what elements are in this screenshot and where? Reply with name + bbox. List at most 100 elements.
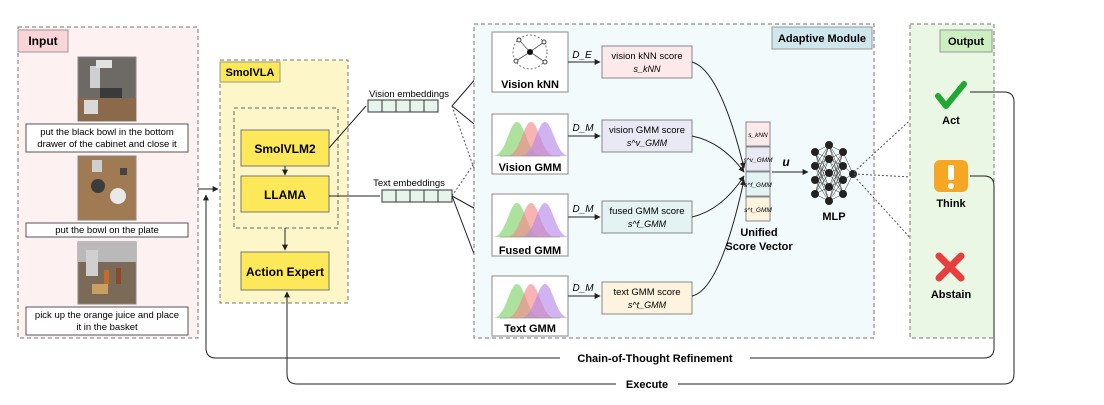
svg-text:fused GMM score: fused GMM score [610,206,685,217]
svg-text:s_kNN: s_kNN [633,64,661,74]
text-embeddings-label: Text embeddings [373,178,445,189]
vision-gmm-score-box: vision GMM score s^v_GMM [601,119,693,153]
embedding-token [423,189,439,203]
embedding-token [395,189,411,203]
gaussian-component [520,284,570,318]
svg-text:it in the basket: it in the basket [76,322,138,333]
mlp-edge [828,151,844,202]
svg-text:Think: Think [936,198,966,210]
svg-text:Abstain: Abstain [931,289,972,301]
fused-gmm-to-score-arrow: D_M [568,204,601,220]
fused-score-to-vector-arrow [691,175,745,218]
svg-text:s^f_GMM: s^f_GMM [628,219,667,229]
mlp-neuron [825,155,833,163]
mlp-neuron [825,141,833,149]
input-title-box [17,29,69,53]
unified-score-vector: s_kNN s^v_GMM s^f_GMM s^t_GMM [743,121,773,222]
vision-embeddings [367,99,439,113]
mlp-neuron [811,162,819,170]
task-caption-3: pick up the orange juice and place it in… [25,306,189,336]
svg-text:s_kNN: s_kNN [748,132,768,139]
vision-score-to-vector-arrow [691,135,745,173]
mlp-edge [828,165,844,202]
mlp-neuron [811,148,819,156]
knn-icon [512,34,548,70]
svg-text:Vision kNN: Vision kNN [501,79,559,91]
input-title: Input [28,34,57,48]
task-caption-1: put the black bowl in the bottom drawer … [25,123,189,153]
mlp-edge [814,172,830,195]
vision-gmm-box: Vision GMM [491,113,570,175]
svg-text:Fused GMM: Fused GMM [499,245,561,257]
svg-text:SmolVLM2: SmolVLM2 [254,142,316,156]
u-label: u [782,155,790,169]
mlp-edge [814,144,830,167]
embedding-token [423,99,439,113]
mlp-neuron [849,170,857,178]
svg-text:vision kNN score: vision kNN score [611,51,682,62]
smolvlm2-block: SmolVLM2 [240,129,330,167]
text-gmm-score-box: text GMM score s^t_GMM [601,281,693,315]
knn-score-to-vector-arrow [691,61,746,169]
svg-text:Act: Act [942,115,960,127]
cross-icon [935,252,965,282]
svg-text:text GMM score: text GMM score [613,287,680,298]
svg-text:s^v_GMM: s^v_GMM [743,157,773,164]
svg-text:D_M: D_M [572,283,594,294]
embedding-token [395,99,411,113]
text-score-to-vector-arrow [691,179,746,297]
mlp-edge [814,144,830,181]
svg-text:s^t_GMM: s^t_GMM [628,300,667,310]
mlp-edge [842,151,854,175]
mlp-neuron [825,169,833,177]
svg-text:Vision GMM: Vision GMM [499,162,562,174]
embedding-token [409,99,425,113]
mlp-neuron [839,162,847,170]
smolvla-title: SmolVLA [226,67,275,79]
embedding-token [437,189,453,203]
action-expert-block: Action Expert [240,251,330,291]
execute-loop [284,91,1015,385]
task-image-1 [77,56,137,122]
svg-text:pick up the orange juice and p: pick up the orange juice and place [35,310,179,321]
gaussian-component [520,203,570,237]
mlp-edge [814,158,830,195]
unified-label-line1: Unified [740,227,777,239]
mlp-edge [828,151,844,188]
text-gmm-to-score-arrow: D_M [568,283,601,299]
cot-refinement-loop [203,175,995,359]
text-gmm-box: Text GMM [491,275,570,337]
embedding-token [381,189,397,203]
unified-label-line2: Score Vector [725,241,793,253]
vision-emb-to-fused-dotted [451,105,492,215]
svg-text:put the black bowl in the bott: put the black bowl in the bottom [40,127,174,138]
vlm-group [233,107,339,229]
mlp-network-icon [811,141,857,205]
mlp-edge [828,179,844,202]
embedding-token [409,189,425,203]
check-icon [935,81,967,109]
mlp-neuron [839,190,847,198]
act-output: Act [935,81,967,127]
svg-text:Text GMM: Text GMM [504,323,556,335]
svg-text:vision GMM score: vision GMM score [609,125,685,136]
svg-text:LLAMA: LLAMA [264,188,306,202]
vision-gmm-to-score-arrow: D_M [568,123,601,139]
vision-knn-score-box: vision kNN score s_kNN [601,45,693,79]
llama-block: LLAMA [240,175,330,213]
knn-to-score-arrow: D_E [568,50,601,65]
execute-label: Execute [626,379,668,391]
mlp-neuron [839,176,847,184]
svg-text:D_M: D_M [572,204,594,215]
mlp-neuron [811,176,819,184]
think-output: Think [934,160,968,210]
mlp-neuron [825,183,833,191]
vlm-to-vision-emb-line [328,105,367,149]
task-image-2 [77,155,137,221]
abstain-output: Abstain [931,252,972,301]
svg-text:Action Expert: Action Expert [246,265,324,279]
gaussian-component [520,122,570,156]
svg-text:D_M: D_M [572,123,594,134]
mlp-neuron [825,197,833,205]
